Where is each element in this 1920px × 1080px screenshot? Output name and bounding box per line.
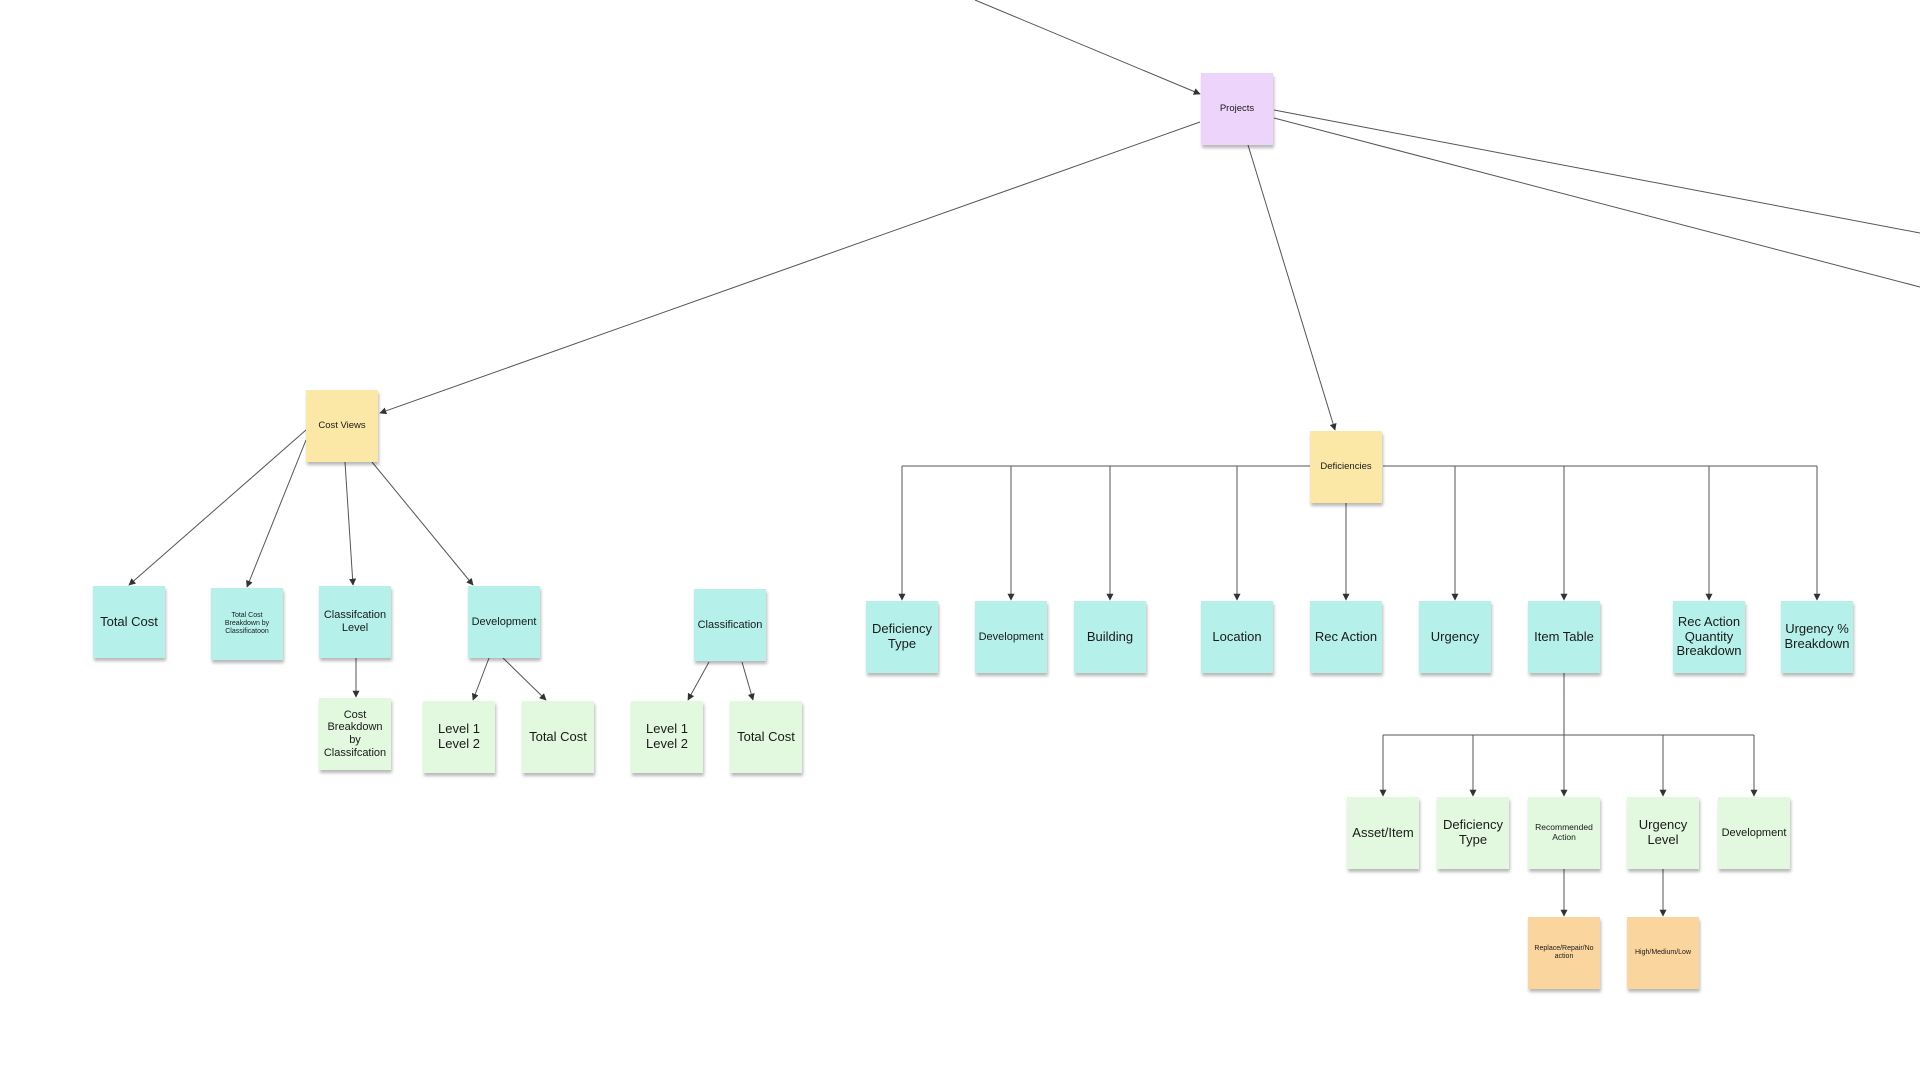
- connector: [1273, 109, 1920, 234]
- connector: [1247, 144, 1337, 431]
- node-development-total-cost[interactable]: Total Cost: [522, 701, 594, 773]
- node-high-medium-low[interactable]: High/Medium/Low: [1627, 917, 1699, 989]
- node-replace-repair-no-action[interactable]: Replace/Repair/No action: [1528, 917, 1600, 989]
- connector: [128, 429, 307, 586]
- node-urgency-level[interactable]: Urgency Level: [1627, 797, 1699, 869]
- connector: [1273, 117, 1920, 288]
- connector: [246, 439, 307, 588]
- node-deficiency-type[interactable]: Deficiency Type: [866, 601, 938, 673]
- node-classification-level[interactable]: Classifcation Level: [319, 586, 391, 658]
- connector: [379, 121, 1201, 415]
- node-deficiencies[interactable]: Deficiencies: [1310, 431, 1382, 503]
- node-urgency[interactable]: Urgency: [1419, 601, 1491, 673]
- node-deficiency-development[interactable]: Development: [975, 601, 1047, 673]
- node-item-deficiency-type[interactable]: Deficiency Type: [1437, 797, 1509, 869]
- node-cost-views[interactable]: Cost Views: [306, 390, 378, 462]
- node-total-cost-breakdown[interactable]: Total Cost Breakdown by Classificatoon: [211, 588, 283, 660]
- connector: [371, 461, 474, 586]
- node-total-cost[interactable]: Total Cost: [93, 586, 165, 658]
- connector: [687, 661, 710, 701]
- node-development[interactable]: Development: [468, 586, 540, 658]
- node-recommended-action[interactable]: Recommended Action: [1528, 797, 1600, 869]
- node-item-development[interactable]: Development: [1718, 797, 1790, 869]
- node-item-table[interactable]: Item Table: [1528, 601, 1600, 673]
- connector: [502, 657, 547, 701]
- node-classification[interactable]: Classification: [694, 589, 766, 661]
- node-urgency-percent-breakdown[interactable]: Urgency % Breakdown: [1781, 601, 1853, 673]
- node-development-levels[interactable]: Level 1 Level 2: [423, 701, 495, 773]
- connector: [471, 657, 490, 701]
- node-classification-levels[interactable]: Level 1 Level 2: [631, 701, 703, 773]
- node-building[interactable]: Building: [1074, 601, 1146, 673]
- node-rec-action-quantity-breakdown[interactable]: Rec Action Quantity Breakdown: [1673, 601, 1745, 673]
- connector: [974, 0, 1201, 95]
- node-cost-breakdown-by-classification[interactable]: Cost Breakdown by Classifcation: [319, 698, 391, 770]
- connector: [344, 461, 357, 586]
- connector: [741, 661, 755, 701]
- node-location[interactable]: Location: [1201, 601, 1273, 673]
- node-rec-action[interactable]: Rec Action: [1310, 601, 1382, 673]
- node-classification-total-cost[interactable]: Total Cost: [730, 701, 802, 773]
- node-projects[interactable]: Projects: [1201, 73, 1273, 145]
- node-asset-item[interactable]: Asset/Item: [1347, 797, 1419, 869]
